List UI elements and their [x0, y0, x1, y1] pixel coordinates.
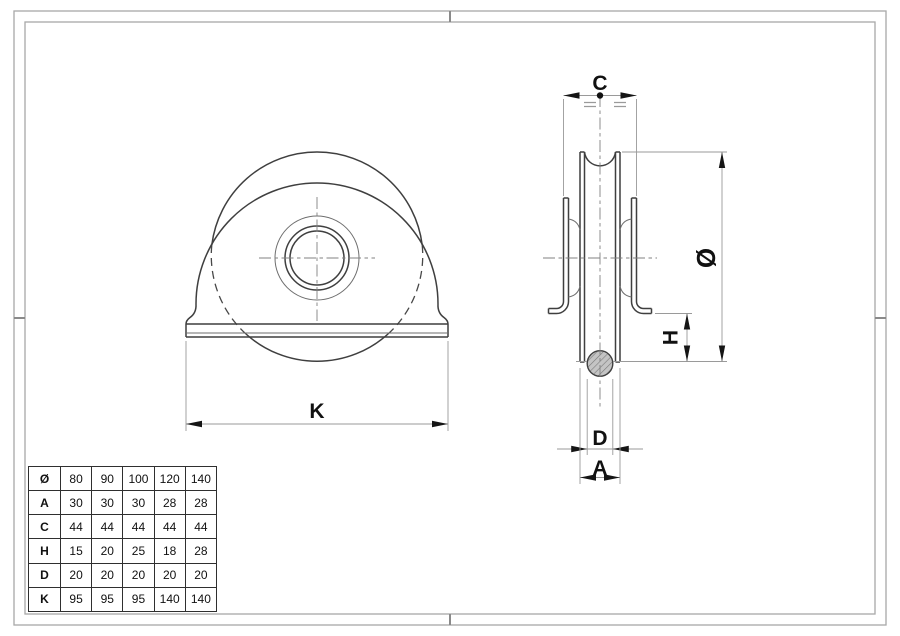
row-header: D	[28, 562, 61, 588]
c-dimension-arrows	[563, 92, 637, 99]
table-row: D 20 20 20 20 20	[28, 562, 218, 588]
table-cell: 44	[91, 514, 124, 540]
table-cell: 100	[122, 465, 155, 492]
row-header: A	[28, 490, 61, 516]
table-row: A 30 30 30 28 28	[28, 490, 218, 516]
table-row: C 44 44 44 44 44	[28, 514, 218, 540]
table-cell: 95	[59, 586, 93, 613]
table-cell: 80	[59, 465, 93, 492]
wheel-outline-top	[211, 151, 423, 246]
table-cell: 30	[59, 490, 93, 516]
a-dimension-arrows	[580, 474, 620, 481]
table-cell: 20	[122, 562, 155, 588]
row-header: H	[28, 538, 61, 564]
dim-label-d: D	[592, 427, 607, 450]
table-cell: 44	[59, 514, 93, 540]
table-row: Ø 80 90 100 120 140	[28, 465, 218, 492]
support-flare-right	[437, 303, 449, 325]
table-cell: 28	[153, 490, 186, 516]
table-cell: 28	[184, 538, 218, 564]
wheel-outline-hidden-right	[387, 244, 424, 335]
row-header: K	[28, 586, 61, 613]
side-view: C Ø H D A	[543, 72, 727, 484]
front-view: K	[185, 151, 449, 431]
table-row: K 95 95 95 140 140	[28, 586, 218, 613]
table-cell: 140	[184, 465, 218, 492]
wheel-outline-hidden-left	[210, 244, 247, 335]
dim-label-h: H	[660, 330, 683, 345]
table-cell: 30	[122, 490, 155, 516]
diameter-dimension-lines	[576, 151, 727, 362]
support-dome-arc	[195, 182, 439, 305]
d-dimension-arrows	[571, 445, 629, 453]
front-centerlines	[259, 197, 375, 321]
table-cell: 20	[59, 562, 93, 588]
k-dimension-lines	[185, 341, 449, 431]
table-cell: 20	[91, 538, 124, 564]
support-side-plates	[562, 197, 638, 302]
sheet-frame	[13, 10, 887, 626]
symmetry-equal-marks	[584, 101, 626, 108]
table-cell: 28	[184, 490, 218, 516]
dim-label-a: A	[592, 457, 607, 480]
table-cell: 30	[91, 490, 124, 516]
table-cell: 90	[91, 465, 124, 492]
table-cell: 20	[184, 562, 218, 588]
row-header: Ø	[28, 465, 61, 492]
support-flare-left	[185, 303, 197, 325]
table-cell: 44	[184, 514, 218, 540]
plate-bend-fillets	[568, 218, 632, 298]
dim-label-k: K	[309, 400, 324, 423]
table-cell: 95	[122, 586, 155, 613]
support-foot-right	[630, 301, 653, 315]
c-dimension-center-dot	[596, 92, 604, 99]
table-cell: 44	[153, 514, 186, 540]
table-cell: 18	[153, 538, 186, 564]
table-cell: 140	[153, 586, 186, 613]
base-plate	[185, 323, 449, 338]
dim-label-c: C	[592, 72, 607, 95]
table-cell: 20	[91, 562, 124, 588]
table-cell: 140	[184, 586, 218, 613]
table-cell: 25	[122, 538, 155, 564]
wheel-outline-bottom	[245, 333, 389, 362]
dim-label-diameter: Ø	[691, 248, 721, 268]
side-centerlines	[543, 95, 657, 407]
table-cell: 95	[91, 586, 124, 613]
table-cell: 44	[122, 514, 155, 540]
table-cell: 15	[59, 538, 93, 564]
row-header: C	[28, 514, 61, 540]
wheel-rim-walls	[579, 151, 621, 363]
dimension-table: Ø 80 90 100 120 140 A 30 30 30 28 28 C 4…	[28, 465, 218, 613]
h-dimension-arrows	[683, 313, 691, 362]
table-row: H 15 20 25 18 28	[28, 538, 218, 564]
table-cell: 20	[153, 562, 186, 588]
support-foot-left	[547, 301, 570, 315]
table-cell: 120	[153, 465, 186, 492]
centering-marks	[14, 11, 886, 625]
